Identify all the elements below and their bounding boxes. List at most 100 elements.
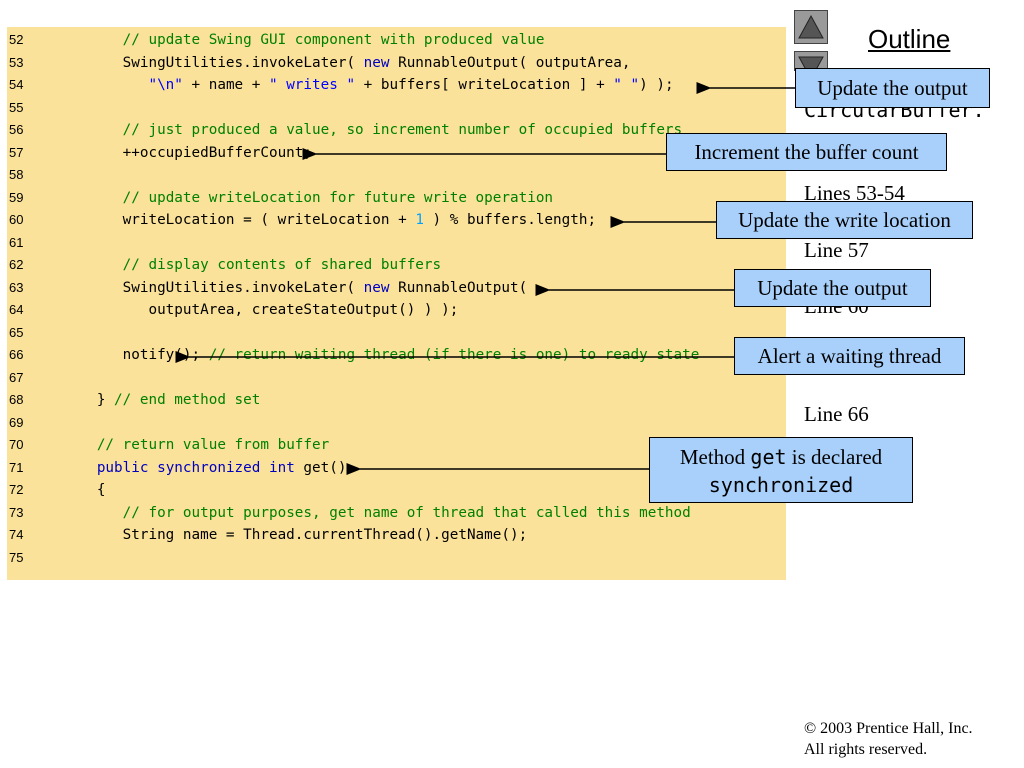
code-token: ) % buffers.length; <box>423 212 597 228</box>
callout-method-get-synchronized: Method get is declared synchronized <box>649 437 913 503</box>
code-token: SwingUtilities.invokeLater( <box>71 54 364 71</box>
code-text: ++occupiedBufferCount; <box>71 142 312 164</box>
code-token: + buffers[ writeLocation ] + <box>355 77 614 93</box>
code-token <box>71 460 97 476</box>
code-token: RunnableOutput( outputArea, <box>389 54 631 71</box>
code-token: ++occupiedBufferCount; <box>71 144 313 161</box>
callout-increment-buffer-count: Increment the buffer count <box>666 133 947 171</box>
code-token: notify(); <box>71 347 209 363</box>
line-number: 72 <box>9 482 24 497</box>
code-token <box>71 190 123 206</box>
callout-method-get-prefix: Method <box>679 445 751 469</box>
code-token: " " <box>613 77 640 93</box>
code-text: // return value from buffer <box>71 434 329 456</box>
line-number: 57 <box>9 144 24 160</box>
outline-label-line-66: Line 66 <box>804 402 869 426</box>
code-token: } <box>71 392 115 408</box>
code-token: outputArea, createStateOutput() ) ); <box>71 302 459 318</box>
code-token: // end method set <box>114 392 261 408</box>
line-number: 71 <box>9 459 24 475</box>
line-number: 55 <box>9 99 24 115</box>
line-number: 68 <box>9 392 24 407</box>
previous-slide-button[interactable] <box>794 10 828 44</box>
code-token: // update writeLocation for future write… <box>122 189 554 206</box>
line-number: 62 <box>9 257 24 272</box>
code-token <box>71 437 97 453</box>
code-token <box>71 257 123 273</box>
callout-method-get-keyword: synchronized <box>708 473 854 497</box>
copyright-line-2: All rights reserved. <box>804 741 928 758</box>
code-text: SwingUtilities.invokeLater( new Runnable… <box>71 277 528 299</box>
code-token: " writes " <box>268 77 356 93</box>
code-text: // update writeLocation for future write… <box>71 187 553 209</box>
line-number: 70 <box>9 437 24 452</box>
code-text: } // end method set <box>71 389 261 411</box>
line-number: 58 <box>9 167 24 182</box>
code-token: new <box>363 279 390 296</box>
code-token <box>71 77 148 93</box>
code-text: // for output purposes, get name of thre… <box>71 502 691 524</box>
callout-method-get-line1: Method get is declared <box>650 443 912 471</box>
callout-update-output-2: Update the output <box>734 269 931 307</box>
code-text: writeLocation = ( writeLocation + 1 ) % … <box>71 209 596 231</box>
line-number: 69 <box>9 414 24 430</box>
code-token: // just produced a value, so increment n… <box>122 122 683 138</box>
callout-method-get-suffix: is declared <box>786 445 883 469</box>
code-token: { <box>71 482 106 498</box>
line-number: 63 <box>9 279 24 295</box>
code-token: new <box>363 54 390 71</box>
code-token: "\n" <box>148 77 183 93</box>
code-token: 1 <box>415 212 424 228</box>
line-number: 66 <box>9 347 24 362</box>
line-number: 67 <box>9 369 24 385</box>
line-number: 59 <box>9 189 24 205</box>
line-number: 73 <box>9 504 24 520</box>
code-token: get() <box>294 459 347 476</box>
code-text: outputArea, createStateOutput() ) ); <box>71 299 458 321</box>
code-text: { <box>71 479 106 501</box>
code-token: // return waiting thread (if there is on… <box>208 347 700 363</box>
code-token: // update Swing GUI component with produ… <box>122 32 545 48</box>
callout-method-get-code: get <box>750 445 787 469</box>
code-token: // for output purposes, get name of thre… <box>122 504 691 521</box>
code-text: "\n" + name + " writes " + buffers[ writ… <box>71 74 674 96</box>
code-token: public synchronized int <box>96 459 295 476</box>
code-token: SwingUtilities.invokeLater( <box>71 279 364 296</box>
code-token: // display contents of shared buffers <box>122 257 442 273</box>
code-text: notify(); // return waiting thread (if t… <box>71 344 700 366</box>
code-text: String name = Thread.currentThread().get… <box>71 524 528 546</box>
outline-title[interactable]: Outline <box>868 24 951 54</box>
code-text: SwingUtilities.invokeLater( new Runnable… <box>71 52 631 74</box>
line-number: 74 <box>9 527 24 542</box>
code-token <box>71 122 123 138</box>
copyright: © 2003 Prentice Hall, Inc. All rights re… <box>804 718 973 760</box>
code-text: // just produced a value, so increment n… <box>71 119 682 141</box>
callout-alert-waiting-thread: Alert a waiting thread <box>734 337 965 375</box>
code-token: ) ); <box>639 77 674 93</box>
code-token <box>71 505 123 521</box>
code-token: writeLocation = ( writeLocation + <box>71 212 416 228</box>
code-token: String name = Thread.currentThread().get… <box>71 527 528 543</box>
triangle-up-icon <box>798 14 824 39</box>
outline-label-line-57: Line 57 <box>804 238 869 262</box>
line-number: 56 <box>9 122 24 137</box>
callout-update-output-1: Update the output <box>795 68 990 108</box>
line-number: 52 <box>9 32 24 47</box>
code-panel: 52 // update Swing GUI component with pr… <box>7 27 786 580</box>
line-number: 75 <box>9 549 24 565</box>
line-number: 64 <box>9 302 24 317</box>
code-text: public synchronized int get() <box>71 457 347 479</box>
code-token: // return value from buffer <box>96 437 330 453</box>
line-number: 60 <box>9 212 24 227</box>
code-token <box>71 32 123 48</box>
line-number: 65 <box>9 324 24 340</box>
line-number: 61 <box>9 234 24 250</box>
copyright-line-1: © 2003 Prentice Hall, Inc. <box>804 720 973 737</box>
line-number: 54 <box>9 77 24 92</box>
code-token: + name + <box>182 77 269 93</box>
code-text: // display contents of shared buffers <box>71 254 441 276</box>
callout-update-write-location: Update the write location <box>716 201 973 239</box>
code-text: // update Swing GUI component with produ… <box>71 29 545 51</box>
line-number: 53 <box>9 54 24 70</box>
code-token: RunnableOutput( <box>389 279 528 296</box>
